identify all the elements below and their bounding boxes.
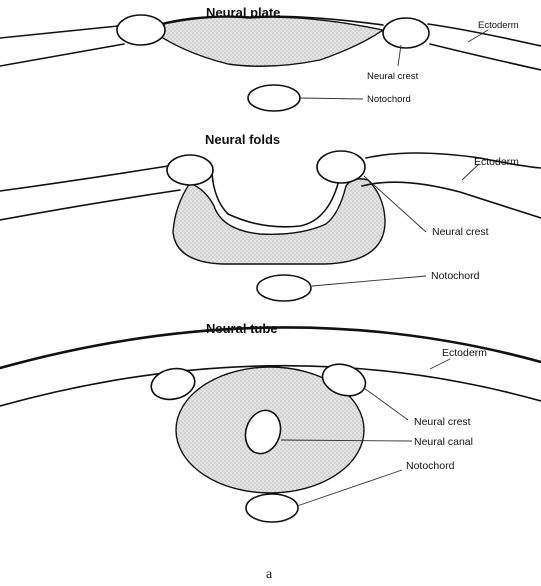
label-ectoderm: Ectoderm bbox=[478, 20, 519, 31]
label-notochord: Notochord bbox=[431, 270, 480, 282]
label-notochord: Notochord bbox=[367, 94, 411, 105]
neural-fold-tissue bbox=[173, 179, 385, 264]
notochord-blob bbox=[257, 275, 311, 301]
neural-plate-tissue bbox=[148, 17, 383, 66]
label-ectoderm: Ectoderm bbox=[442, 347, 487, 359]
neural-crest-right-blob bbox=[383, 18, 429, 48]
label-ectoderm: Ectoderm bbox=[474, 156, 519, 168]
neural-crest-left-blob bbox=[167, 155, 213, 185]
panel-neural-tube: Neural tube Ectoderm Neural crest Neural… bbox=[0, 321, 541, 522]
label-neural-crest: Neural crest bbox=[432, 226, 489, 238]
figure-caption: a bbox=[266, 567, 273, 582]
leader-ectoderm bbox=[430, 359, 450, 369]
label-neural-crest: Neural crest bbox=[414, 416, 471, 428]
label-neural-canal: Neural canal bbox=[414, 436, 473, 448]
notochord-blob bbox=[248, 85, 300, 111]
notochord-blob bbox=[246, 494, 298, 522]
neural-crest-left-blob bbox=[117, 15, 165, 45]
panel-neural-folds: Neural folds Ectoderm Neural crest Notoc… bbox=[0, 132, 541, 301]
leader-notochord bbox=[300, 98, 363, 99]
panel-neural-plate: Neural plate Ectoderm Neural crest Notoc… bbox=[0, 5, 541, 111]
leader-notochord bbox=[312, 276, 426, 286]
panel-title-neural-folds: Neural folds bbox=[205, 132, 280, 147]
label-neural-crest: Neural crest bbox=[367, 71, 419, 82]
label-notochord: Notochord bbox=[406, 460, 455, 472]
ectoderm-upper-line bbox=[0, 153, 541, 227]
leader-neural-crest bbox=[364, 388, 408, 420]
neural-crest-right-blob bbox=[317, 151, 365, 183]
ectoderm-lower-line bbox=[0, 182, 541, 220]
